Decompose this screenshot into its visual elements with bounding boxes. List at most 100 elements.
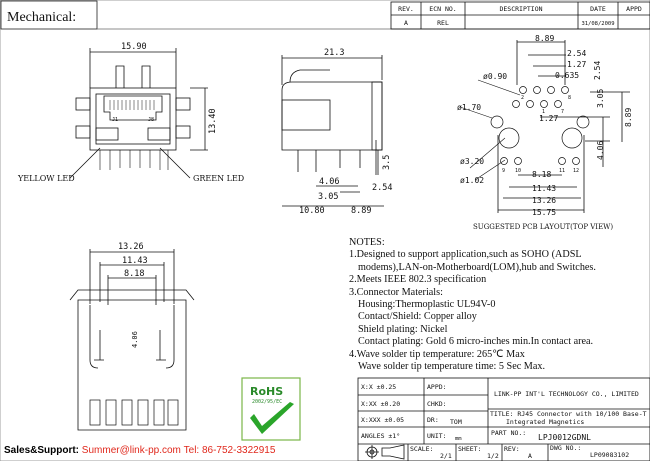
part-no-label: PART NO.: bbox=[491, 429, 526, 437]
note-line: modems),LAN-on-Motherboard(LOM),hub and … bbox=[358, 261, 596, 273]
side-view: 21.3 3.5 4.06 3.05 2.54 10.80 8.89 bbox=[281, 48, 392, 216]
note-line: Housing:Thermoplastic UL94V-0 bbox=[358, 299, 496, 311]
support-email-link[interactable]: Summer@link-pp.com bbox=[81, 445, 181, 456]
pcb-dim-0-635: 0.635 bbox=[555, 71, 579, 80]
note-line: Contact/Shield: Copper alloy bbox=[358, 311, 477, 323]
side-10-80-dim: 10.80 bbox=[299, 206, 325, 216]
tolerance-xx: X:XX ±0.20 bbox=[361, 400, 400, 408]
pcb-dim-13-26: 13.26 bbox=[532, 196, 556, 205]
title-line-1: TITLE: RJ45 Connector with 10/100 Base-T bbox=[490, 410, 647, 418]
pcb-dim-11-43: 11.43 bbox=[532, 184, 556, 193]
ecn-header: ECN NO. bbox=[429, 5, 456, 13]
pin8-label: J8 bbox=[148, 117, 154, 123]
note-line: 3.Connector Materials: bbox=[349, 286, 443, 298]
rev-value: A bbox=[404, 19, 408, 27]
dwg-no-label: DWG NO.: bbox=[550, 444, 581, 452]
chkd-label: CHKD: bbox=[427, 400, 447, 408]
sheet-value: 1/2 bbox=[487, 452, 499, 460]
note-line: 2.Meets IEEE 802.3 specification bbox=[349, 274, 487, 286]
title-line-2: Integrated Magnetics bbox=[506, 418, 584, 426]
support-label: Sales&Support: bbox=[4, 445, 80, 456]
tolerance-angles: ANGLES ±1° bbox=[361, 432, 400, 440]
date-value: 31/08/2009 bbox=[581, 21, 614, 27]
hole-0-90-label: ø0.90 bbox=[483, 72, 507, 81]
rohs-label: RoHS bbox=[250, 385, 283, 398]
bottom-view: 13.26 11.43 8.18 4.06 bbox=[69, 242, 195, 431]
pcb-dim-2-54-right: 2.54 bbox=[593, 61, 602, 80]
pin-label: 8 bbox=[568, 95, 571, 101]
tolerance-x: X:X ±0.25 bbox=[361, 383, 396, 391]
scale-label: SCALE: bbox=[410, 445, 433, 453]
pcb-dim-1-27-mid: 1.27 bbox=[539, 114, 558, 123]
pcb-dim-15-75: 15.75 bbox=[532, 208, 556, 217]
green-led-label: GREEN LED bbox=[193, 174, 244, 183]
pin-label: 1 bbox=[542, 109, 545, 115]
pin-label: 11 bbox=[559, 168, 565, 174]
pin-label: 2 bbox=[521, 95, 524, 101]
ecn-value: REL bbox=[437, 19, 449, 27]
unit-value: mm bbox=[455, 436, 462, 442]
front-view: 15.90 13.40 J1 J8 YELLOW LED GREEN LED bbox=[17, 42, 244, 183]
unit-label: UNIT: bbox=[427, 432, 447, 440]
pcb-dim-3-05: 3.05 bbox=[596, 89, 605, 108]
pin-label: 9 bbox=[502, 168, 505, 174]
description-header: DESCRIPTION bbox=[499, 5, 542, 13]
support-phone: Tel: 86-752-3322915 bbox=[183, 445, 276, 456]
header-title: Mechanical: bbox=[7, 10, 76, 25]
side-3-5-dim: 3.5 bbox=[382, 155, 392, 170]
bottom-dim-4-06: 4.06 bbox=[131, 331, 139, 348]
side-8-89-dim: 8.89 bbox=[351, 206, 371, 216]
hole-1-70-label: ø1.70 bbox=[457, 103, 481, 112]
pcb-dim-8-18: 8.18 bbox=[532, 170, 551, 179]
pcb-dim-8-89-top: 8.89 bbox=[535, 34, 554, 43]
pcb-dim-4-06: 4.06 bbox=[596, 141, 605, 160]
note-line: 1.Designed to support application,such a… bbox=[349, 249, 582, 261]
note-line: 4.Wave solder tip temperature: 265℃ Max bbox=[349, 348, 525, 360]
note-line: Shield plating: Nickel bbox=[358, 323, 448, 335]
drawn-by: TOM bbox=[450, 418, 462, 426]
appd-header: APPD bbox=[626, 5, 642, 13]
sales-support-footer: Sales&Support: Summer@link-pp.com Tel: 8… bbox=[4, 445, 275, 456]
pcb-dim-1-27: 1.27 bbox=[567, 60, 586, 69]
note-line: Wave solder tip temperature time: 5 Sec … bbox=[358, 361, 546, 373]
rev-label: REV: bbox=[504, 445, 520, 453]
side-2-54-dim: 2.54 bbox=[372, 183, 392, 193]
date-header: DATE bbox=[590, 5, 606, 13]
hole-1-02-label: ø1.02 bbox=[460, 176, 484, 185]
note-line: Contact plating: Gold 6 micro-inches min… bbox=[358, 336, 594, 348]
bottom-dim-8-18: 8.18 bbox=[124, 269, 144, 279]
pcb-dim-8-89-right: 8.89 bbox=[624, 108, 633, 127]
hole-3-20-label: ø3.20 bbox=[460, 157, 484, 166]
projection-symbol-icon bbox=[365, 444, 405, 460]
check-icon bbox=[250, 402, 294, 434]
notes: NOTES: 1.Designed to support application… bbox=[349, 237, 596, 373]
pcb-dim-2-54: 2.54 bbox=[567, 49, 586, 58]
front-height-dim: 13.40 bbox=[208, 108, 218, 134]
rohs-sub: 2002/95/EC bbox=[252, 399, 282, 405]
side-3-05-dim: 3.05 bbox=[318, 192, 338, 202]
pin-label: 12 bbox=[573, 168, 579, 174]
front-width-dim: 15.90 bbox=[121, 42, 147, 52]
sheet-label: SHEET: bbox=[458, 445, 481, 453]
rev-header: REV. bbox=[398, 5, 414, 13]
drawn-label: DR: bbox=[427, 416, 439, 424]
header-box bbox=[0, 0, 98, 30]
pcb-caption: SUGGESTED PCB LAYOUT(TOP VIEW) bbox=[473, 223, 613, 231]
part-no: LPJ0012GDNL bbox=[538, 433, 591, 442]
yellow-led-label: YELLOW LED bbox=[17, 174, 75, 183]
notes-title: NOTES: bbox=[349, 237, 385, 248]
dwg-no: LP09083102 bbox=[590, 451, 629, 459]
pin-label: 10 bbox=[515, 168, 521, 174]
bottom-dim-11-43: 11.43 bbox=[122, 256, 148, 266]
appd-label: APPD: bbox=[427, 383, 447, 391]
scale-value: 2/1 bbox=[440, 452, 452, 460]
revision-table: REV. ECN NO. DESCRIPTION DATE APPD A REL… bbox=[390, 1, 650, 30]
rev-value: A bbox=[528, 452, 532, 460]
pin1-label: J1 bbox=[112, 117, 118, 123]
title-block: X:X ±0.25 X:XX ±0.20 X:XXX ±0.05 ANGLES … bbox=[357, 377, 650, 461]
pcb-layout: 8.89 2.54 1.27 0.635 2.54 3.05 8.89 1.27… bbox=[457, 34, 633, 231]
side-4-06-dim: 4.06 bbox=[319, 177, 339, 187]
side-length-dim: 21.3 bbox=[324, 48, 344, 58]
rohs-logo: RoHS 2002/95/EC bbox=[241, 377, 301, 441]
